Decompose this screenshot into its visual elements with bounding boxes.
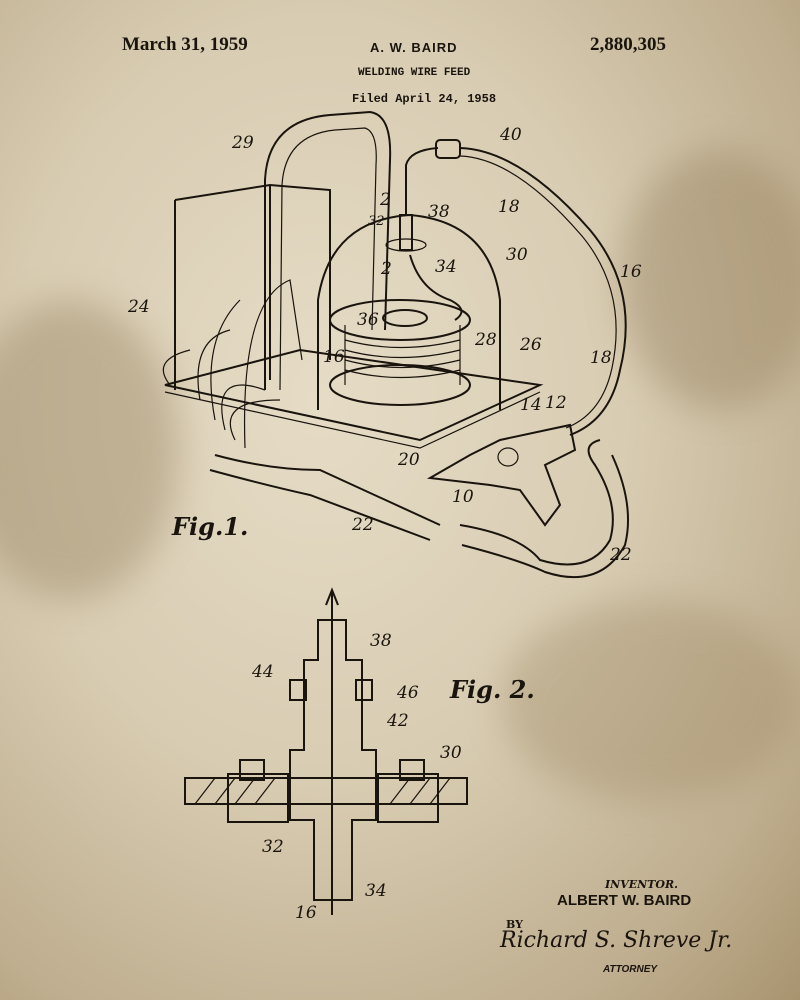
ref-2: 2 [380, 259, 392, 279]
ref-34: 34 [435, 257, 457, 277]
ref-34: 34 [365, 881, 387, 901]
figure-2-drawing [184, 587, 468, 915]
ref-16: 16 [620, 262, 642, 282]
ref-38: 38 [370, 631, 392, 651]
paper-stain [620, 150, 800, 410]
patent-number: 2,880,305 [590, 34, 666, 55]
attorney-label: ATTORNEY [603, 964, 658, 975]
ref-42: 42 [386, 711, 409, 731]
filed-date: Filed April 24, 1958 [352, 92, 497, 106]
ref-22: 22 [351, 515, 374, 535]
ref-36: 36 [357, 310, 379, 330]
inventor-header: A. W. BAIRD [370, 40, 458, 55]
paper-stain [500, 600, 800, 800]
paper-stain [0, 300, 180, 600]
ref-28: 28 [474, 330, 497, 350]
ref-40: 40 [499, 125, 522, 145]
ref-24: 24 [127, 297, 150, 317]
ref-38: 38 [428, 202, 450, 222]
attorney-signature: Richard S. Shreve Jr. [500, 928, 733, 953]
ref-46: 46 [396, 683, 419, 703]
ref-29: 29 [231, 133, 254, 153]
ref-44: 44 [251, 662, 274, 682]
ref-12: 12 [545, 393, 567, 413]
patent-date: March 31, 1959 [122, 34, 248, 55]
figure-1-drawing [162, 110, 630, 579]
ref-10: 10 [452, 487, 474, 507]
ref-26: 26 [519, 335, 542, 355]
ref-22: 22 [609, 545, 632, 565]
ref-16: 16 [323, 347, 345, 367]
figure-1-label: Fig.1. [171, 512, 248, 541]
inventor-label: INVENTOR. [605, 878, 678, 891]
ref-14: 14 [520, 395, 542, 415]
ref-16: 16 [295, 903, 317, 923]
ref-18: 18 [498, 197, 520, 217]
ref-2: 2 [379, 190, 391, 210]
inventor-name: ALBERT W. BAIRD [557, 892, 692, 909]
ref-32: 32 [368, 214, 385, 229]
ref-18: 18 [590, 348, 612, 368]
patent-title: WELDING WIRE FEED [358, 67, 471, 79]
ref-20: 20 [397, 450, 420, 470]
by-label: BY [506, 918, 523, 931]
ref-32: 32 [262, 837, 284, 857]
ref-30: 30 [506, 245, 528, 265]
ref-30: 30 [440, 743, 462, 763]
figure-2-label: Fig. 2. [449, 675, 535, 704]
